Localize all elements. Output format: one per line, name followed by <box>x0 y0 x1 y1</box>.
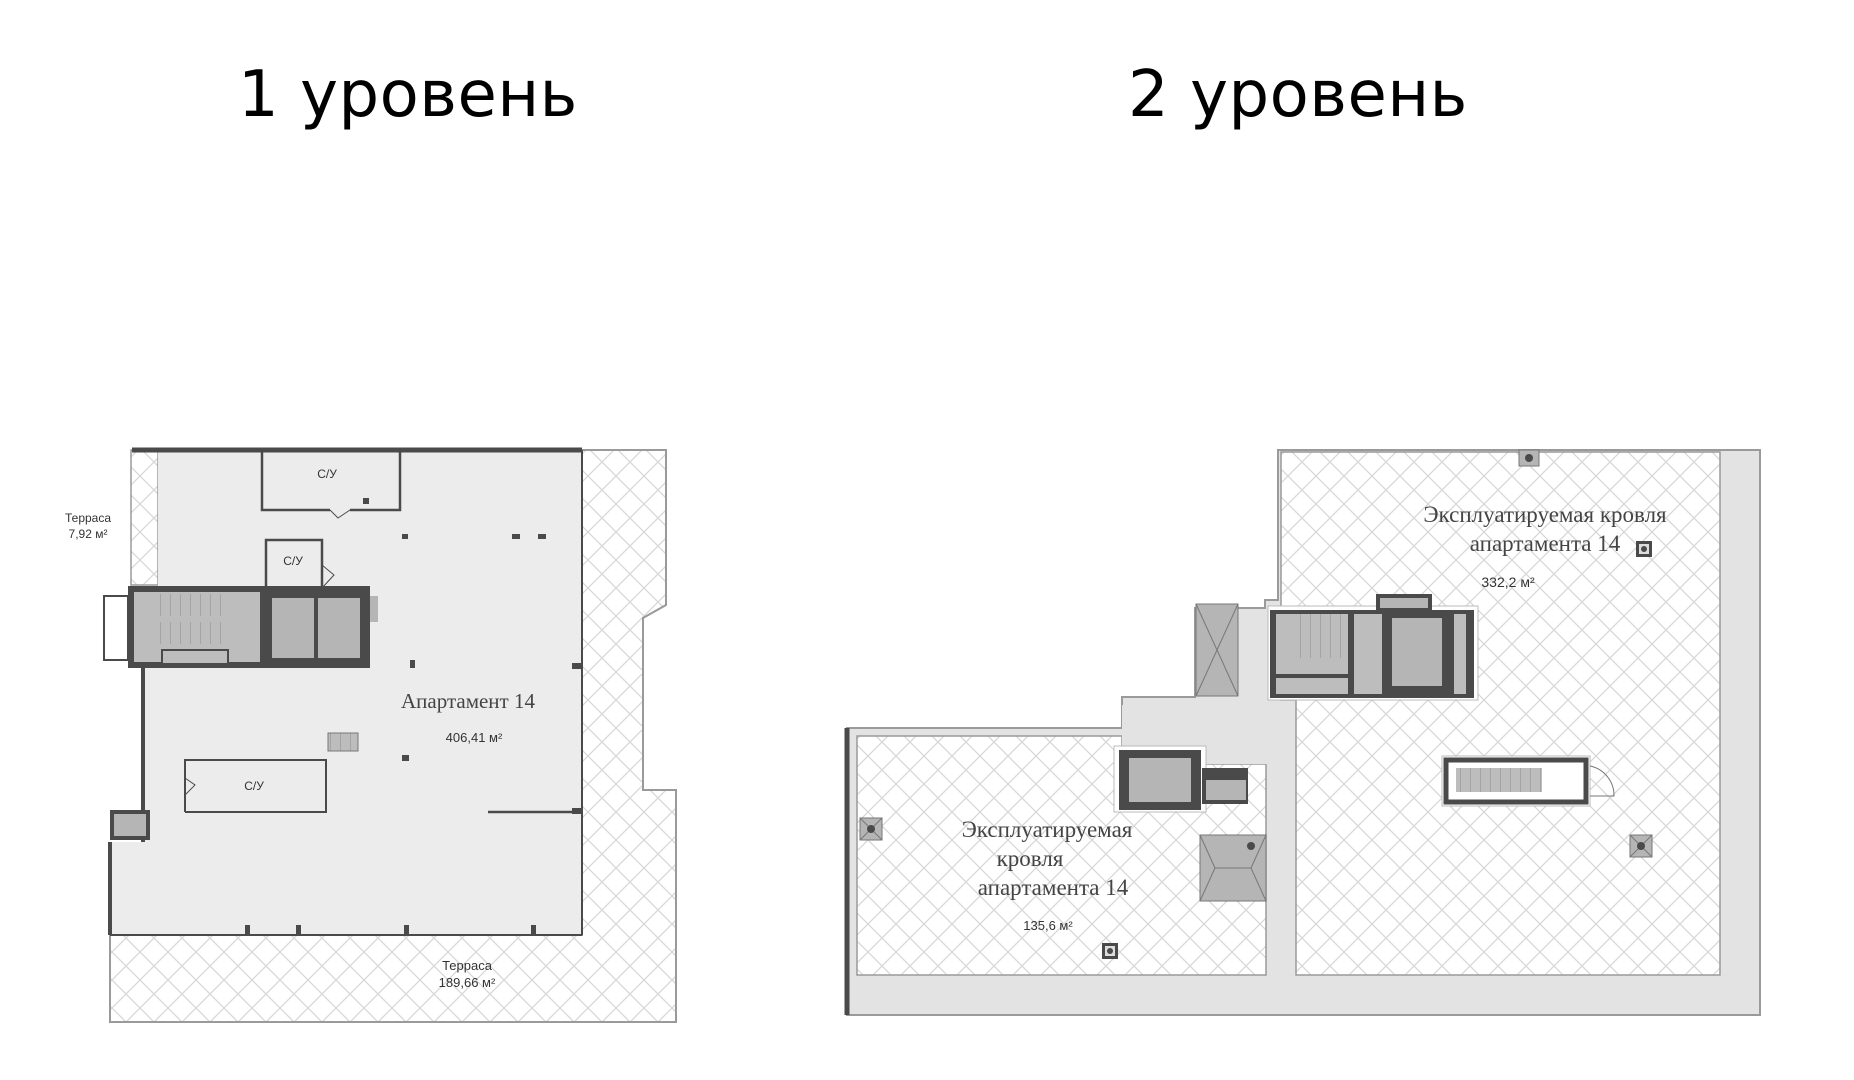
level-2-plan: Эксплуатируемая кровля апартамента 14 33… <box>844 449 1761 1016</box>
level-1-title: 1 уровень <box>238 58 578 132</box>
roof-small-line3: апартамента 14 <box>978 875 1129 900</box>
roof-large-line2: апартамента 14 <box>1470 531 1621 556</box>
terrace-small-area: 7,92 м² <box>69 527 108 541</box>
vent-shaft <box>1195 603 1239 697</box>
roof-small-line1: Эксплуатируемая <box>962 817 1133 842</box>
bathroom-1-label: С/У <box>317 467 337 481</box>
roof-exit-stair[interactable] <box>1441 755 1615 807</box>
roof-large-line1: Эксплуатируемая кровля <box>1423 502 1667 527</box>
bathroom-2[interactable] <box>264 538 335 592</box>
roof-drain-icon <box>859 817 883 841</box>
apartment-14-floor[interactable] <box>110 450 582 935</box>
roof-large-area: 332,2 м² <box>1481 574 1535 590</box>
roof-drain-icon <box>1629 834 1653 858</box>
bathroom-1[interactable] <box>260 450 402 519</box>
bathroom-3-label: С/У <box>244 779 264 793</box>
bathroom-2-label: С/У <box>283 554 303 568</box>
skylight-hip <box>1199 834 1267 902</box>
level-1-plan: С/У С/У С/У Апартамент 14 406,41 м² Терр… <box>65 447 677 1023</box>
terrace-small-name: Терраса <box>65 511 111 525</box>
interior-stair-icon <box>327 732 359 752</box>
shaft <box>110 810 150 840</box>
exterior-walls <box>108 447 583 936</box>
roof-small-area: 135,6 м² <box>1023 918 1073 933</box>
outlet-icon <box>1102 943 1118 959</box>
roof-small-line2: кровля <box>997 846 1064 871</box>
terrace-large-area: 189,66 м² <box>439 975 496 990</box>
outlet-icon <box>1636 541 1652 557</box>
stair-core-2 <box>1267 594 1479 701</box>
terrace-small[interactable] <box>130 449 159 586</box>
lift-block <box>1113 745 1248 813</box>
level-2-title: 2 уровень <box>1128 58 1468 132</box>
apartment-area: 406,41 м² <box>446 730 503 745</box>
stair-elevator-core <box>103 586 378 668</box>
roof-drain-icon <box>1518 449 1540 467</box>
bathroom-3[interactable] <box>184 759 327 813</box>
apartment-name: Апартамент 14 <box>401 689 535 713</box>
terrace-large-name: Терраса <box>442 958 493 973</box>
